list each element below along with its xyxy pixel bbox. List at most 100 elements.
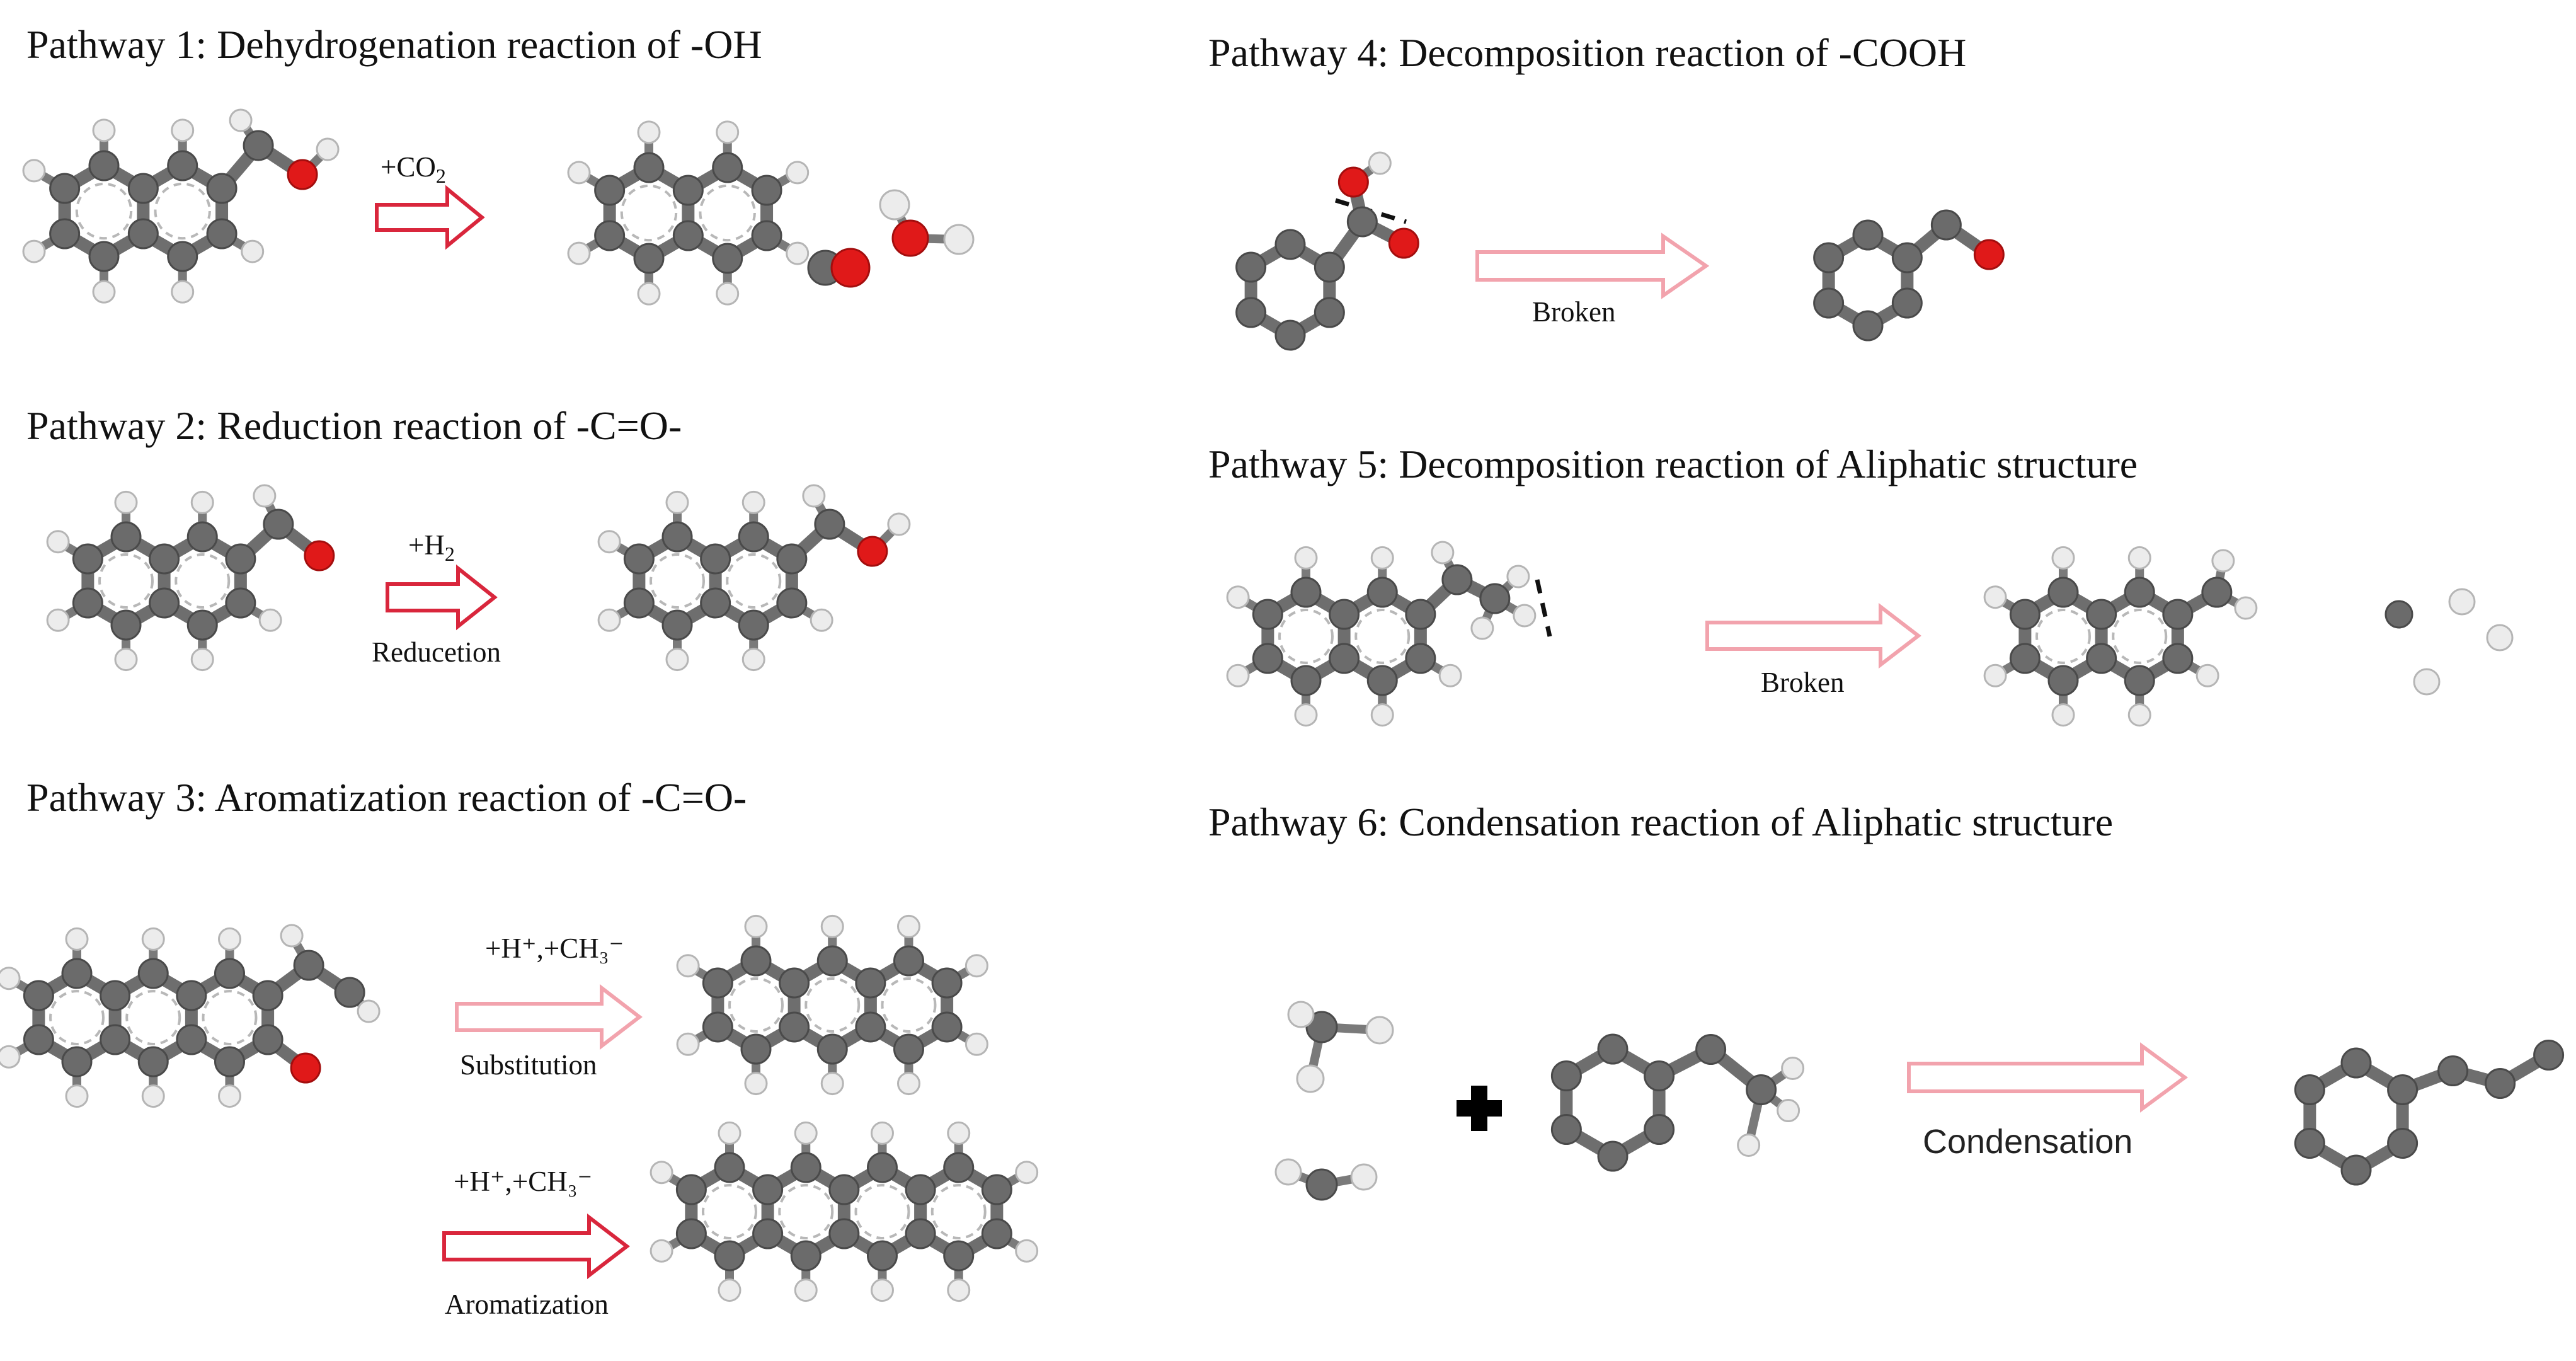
carbon-atom: [790, 1240, 821, 1272]
carbon-atom: [252, 1024, 283, 1055]
pathway-3a-reagent: +H⁺,+CH₃⁻: [485, 933, 624, 964]
hydrogen-atom: [1983, 585, 2007, 609]
carbon-atom: [2086, 643, 2117, 674]
pathway-1-product-water: [879, 189, 975, 257]
pathway-3b-reagent: +H⁺,+CH₃⁻: [454, 1166, 592, 1197]
carbon-atom: [2124, 577, 2155, 608]
hydrogen-atom: [597, 530, 621, 554]
pathway-4-product-molecule: [1813, 209, 2005, 342]
carbon-atom: [594, 175, 626, 206]
carbon-atom: [1891, 242, 1923, 273]
carbon-atom: [225, 543, 256, 575]
carbon-atom: [790, 1152, 821, 1183]
carbon-atom: [1305, 1168, 1338, 1201]
carbon-atom: [714, 1240, 745, 1272]
hydrogen-atom: [229, 108, 253, 132]
carbon-atom: [2201, 577, 2233, 608]
pathway-4-condition: Broken: [1532, 296, 1615, 328]
oxygen-atom: [891, 219, 929, 257]
carbon-atom: [1813, 287, 1845, 319]
hydrogen-atom: [744, 1072, 768, 1096]
carbon-atom: [214, 958, 245, 989]
carbon-atom: [1891, 287, 1923, 319]
aromatic-ring: [778, 1184, 834, 1239]
hydrogen-atom: [802, 484, 826, 508]
carbon-atom: [702, 967, 733, 999]
carbon-atom: [740, 945, 772, 977]
hydrogen-atom: [965, 954, 988, 978]
carbon-atom: [675, 1174, 707, 1205]
hydrogen-atom: [2051, 546, 2075, 570]
carbon-atom: [1252, 643, 1283, 674]
carbon-atom: [752, 1174, 784, 1205]
carbon-atom: [2294, 1128, 2325, 1159]
hydrogen-atom: [1781, 1057, 1805, 1080]
hydrogen-atom: [190, 490, 214, 514]
pathway-4-reactant-molecule: [1235, 151, 1419, 351]
carbon-atom: [176, 980, 207, 1011]
pathway-3b-condition: Aromatization: [445, 1289, 609, 1320]
carbon-atom: [2533, 1040, 2565, 1071]
hydrogen-atom: [1983, 663, 2007, 687]
carbon-atom: [931, 1011, 963, 1043]
carbon-atom: [1314, 251, 1345, 283]
hydrogen-atom: [650, 1161, 673, 1185]
aromatic-ring: [154, 182, 211, 240]
carbon-atom: [127, 173, 159, 204]
hydrogen-atom: [665, 490, 689, 514]
carbon-atom: [2124, 665, 2155, 696]
pathway-5-title: Pathway 5: Decomposition reaction of Ali…: [1208, 442, 2138, 486]
aromatic-ring: [804, 977, 861, 1033]
hydrogen-atom: [141, 927, 165, 951]
hydrogen-atom: [567, 161, 591, 185]
carbon-atom: [751, 175, 782, 206]
pathway-3-substitution-product: [676, 914, 988, 1096]
hydrogen-atom: [357, 999, 381, 1023]
carbon-atom: [1366, 577, 1398, 608]
carbon-atom: [1290, 665, 1322, 696]
reaction-arrow-icon: [375, 185, 485, 250]
carbon-atom: [712, 152, 743, 183]
pathway-3a-condition: Substitution: [460, 1049, 597, 1081]
carbon-atom: [2086, 599, 2117, 630]
carbon-atom: [814, 508, 845, 540]
pathway-2-title: Pathway 2: Reduction reaction of -C=O-: [26, 403, 682, 448]
hydrogen-atom: [114, 490, 138, 514]
hydrogen-atom: [744, 914, 768, 938]
carbon-atom: [779, 1011, 810, 1043]
hydrogen-atom: [22, 239, 46, 263]
hydrogen-atom: [718, 1121, 741, 1145]
carbon-atom: [661, 609, 693, 641]
carbon-atom: [206, 173, 238, 204]
oxygen-atom: [857, 536, 888, 567]
carbon-atom: [1405, 599, 1436, 630]
carbon-atom: [594, 220, 626, 251]
hydrogen-atom: [718, 1278, 741, 1302]
hydrogen-atom: [637, 120, 661, 144]
hydrogen-atom: [217, 1084, 241, 1108]
carbon-atom: [855, 1011, 886, 1043]
pathway-6-product-molecule: [2294, 1040, 2565, 1186]
hydrogen-atom: [810, 608, 833, 632]
carbon-atom: [1597, 1140, 1629, 1172]
aromatic-ring: [1354, 609, 1411, 664]
aromatic-ring: [726, 553, 782, 609]
pathway-2-condition: Reducetion: [372, 636, 501, 668]
hydrogen-atom: [1226, 585, 1250, 609]
hydrogen-atom: [741, 648, 765, 672]
oxygen-atom: [1388, 227, 1419, 259]
hydrogen-atom: [46, 608, 70, 632]
hydrogen-atom: [965, 1032, 988, 1056]
carbon-atom: [1346, 206, 1378, 238]
carbon-atom: [110, 521, 142, 553]
pathway-3-aromatization-product: [650, 1121, 1039, 1302]
carbon-atom: [149, 543, 180, 575]
aromatic-ring: [49, 990, 105, 1045]
hydrogen-atom: [280, 924, 304, 948]
carbon-atom: [127, 218, 159, 250]
hydrogen-atom: [22, 159, 46, 183]
hydrogen-atom: [1777, 1099, 1800, 1122]
hydrogen-atom: [1368, 151, 1392, 175]
carbon-atom: [1695, 1034, 1727, 1065]
hydrogen-atom: [2127, 546, 2151, 570]
